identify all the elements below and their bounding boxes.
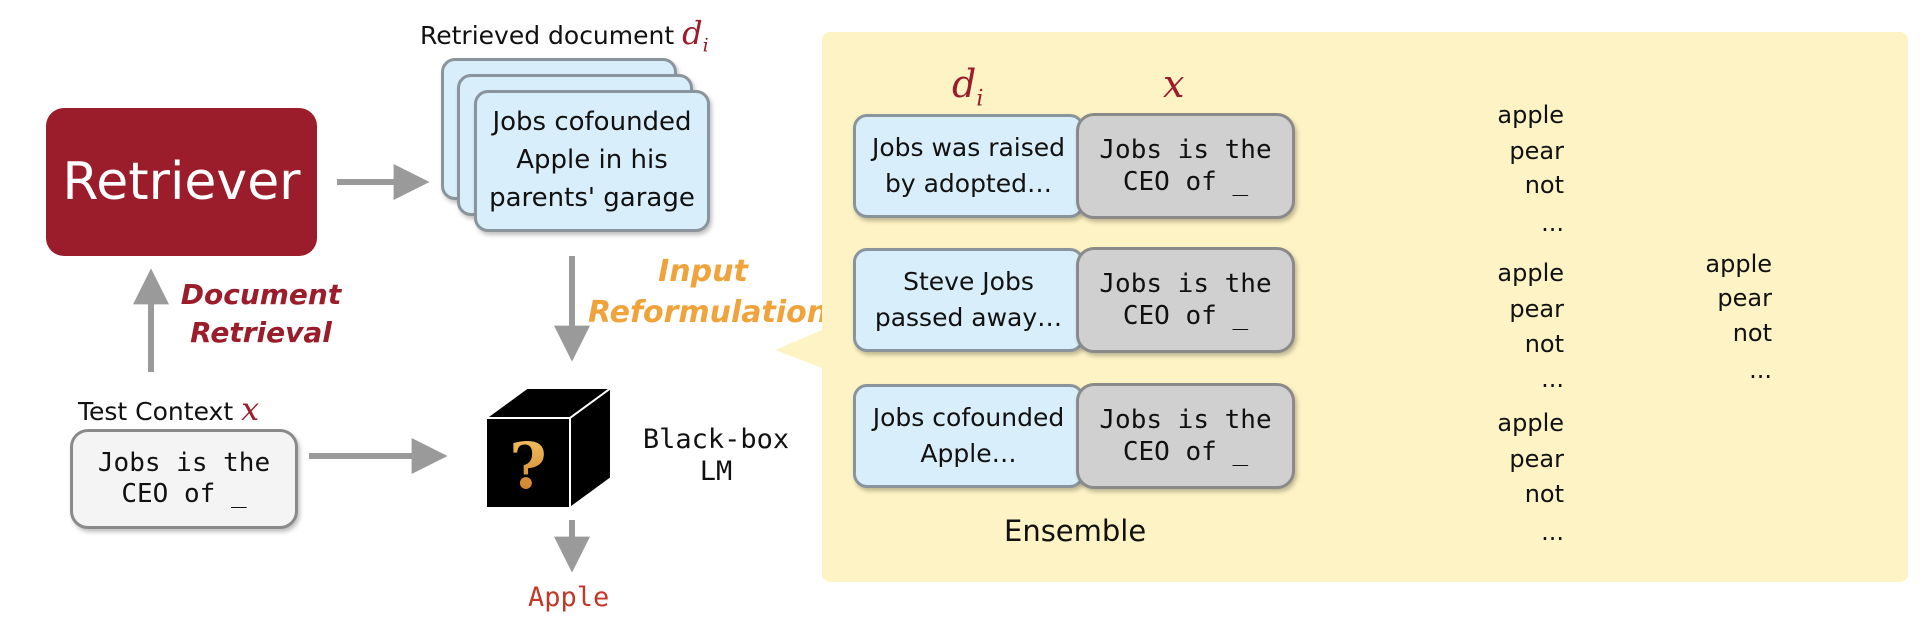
chart-3-label-3: not [1524, 480, 1564, 508]
ensemble-head-context: x [1163, 62, 1185, 106]
ensemble-head-doc: di [952, 62, 984, 112]
test-context-label: Test Context x [78, 390, 260, 428]
input-reformulation-label: Input Reformulation [588, 254, 829, 330]
chart-1-label-1: apple [1497, 101, 1564, 129]
chart-ensemble-label-1: apple [1705, 250, 1772, 278]
blackbox-lm-label: Black-box LM [642, 424, 790, 488]
svg-text:?: ? [509, 429, 547, 504]
panel-callout-pointer [775, 330, 822, 368]
chart-3-label-1: apple [1497, 409, 1564, 437]
retrieved-doc-math: di [682, 14, 709, 57]
chart-ensemble-label-3: not [1732, 319, 1772, 347]
retrieved-document-label: Retrieved document di [420, 14, 709, 57]
test-context-box: Jobs is the CEO of _ [70, 429, 298, 529]
retriever-block: Retriever [46, 108, 317, 256]
test-context-math: x [241, 390, 260, 428]
chart-1-label-2: pear [1509, 137, 1564, 165]
chart-2-label-1: apple [1497, 259, 1564, 287]
chart-1-label-4: ... [1541, 209, 1564, 237]
output-apple: Apple [528, 582, 610, 613]
retrieved-doc-front: Jobs cofounded Apple in his parents' gar… [474, 90, 710, 232]
ensemble-title: Ensemble [1004, 514, 1147, 548]
chart-2-label-3: not [1524, 330, 1564, 358]
chart-ensemble-label-2: pear [1717, 284, 1772, 312]
chart-2-label-2: pear [1509, 295, 1564, 323]
chart-1-label-3: not [1524, 171, 1564, 199]
chart-ensemble-label-4: ... [1749, 356, 1772, 384]
retriever-label: Retriever [62, 152, 301, 212]
chart-2-label-4: ... [1541, 365, 1564, 393]
chart-3-label-4: ... [1541, 518, 1564, 546]
blackbox-cube-icon: ? [485, 387, 612, 509]
chart-3-label-2: pear [1509, 445, 1564, 473]
document-retrieval-label: Document Retrieval [180, 278, 342, 349]
